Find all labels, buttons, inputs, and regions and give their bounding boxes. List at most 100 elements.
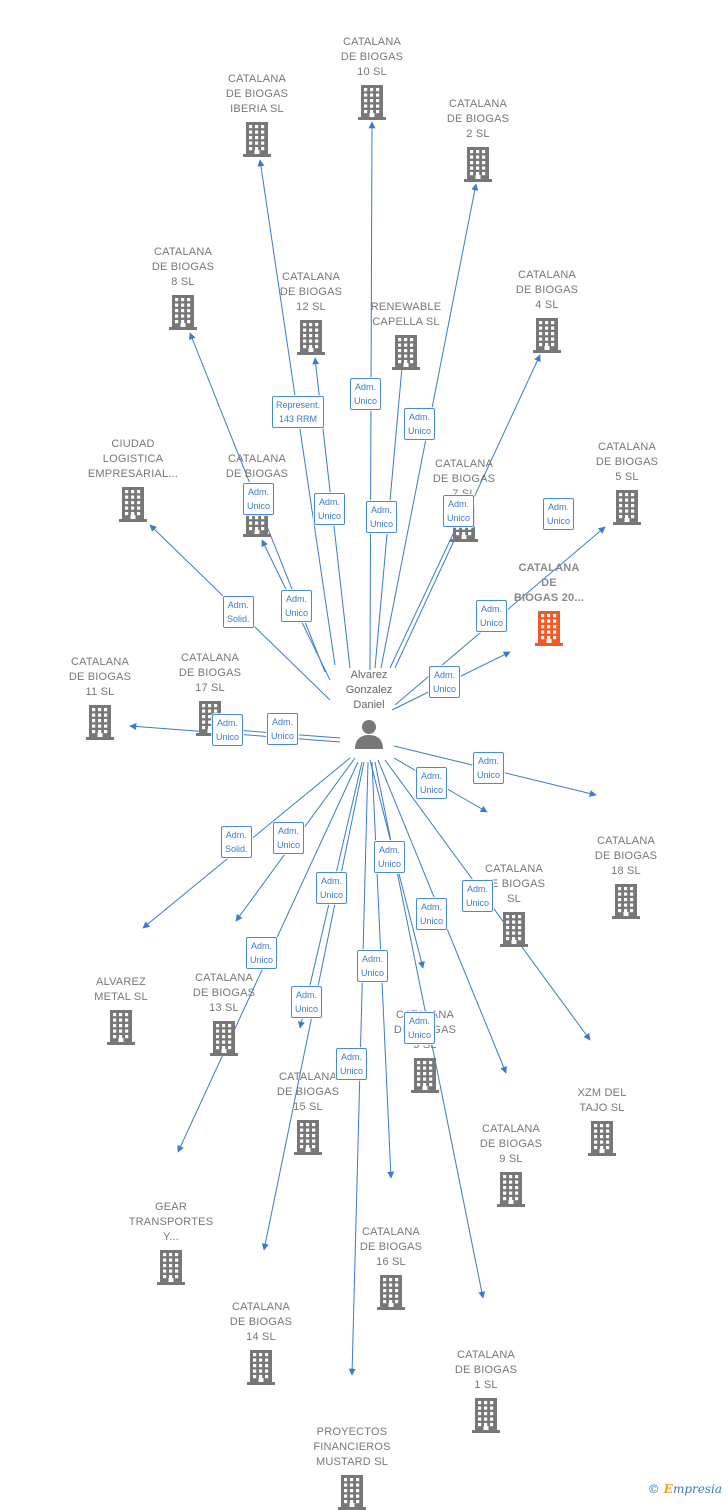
building-icon bbox=[119, 487, 147, 522]
relation-label[interactable]: Adm. Solid. bbox=[223, 596, 254, 628]
relation-label[interactable]: Adm. Unico bbox=[416, 898, 448, 930]
company-node[interactable]: CATALANA DE BIOGAS 17 SL bbox=[150, 651, 270, 736]
relation-label[interactable]: Adm. Unico bbox=[212, 714, 244, 746]
person-icon bbox=[355, 720, 383, 749]
building-icon bbox=[243, 122, 271, 157]
company-node[interactable]: CATALANA DE BIOGAS 11 SL bbox=[40, 655, 160, 740]
building-icon bbox=[533, 318, 561, 353]
company-name: CATALANA DE BIOGAS 18 SL bbox=[594, 835, 658, 877]
relation-label[interactable]: Adm. Unico bbox=[267, 713, 299, 745]
company-node[interactable]: ALVAREZ METAL SL bbox=[61, 975, 181, 1045]
building-icon bbox=[472, 1398, 500, 1433]
building-icon bbox=[613, 490, 641, 525]
building-icon bbox=[294, 1120, 322, 1155]
company-name: GEAR TRANSPORTES Y... bbox=[128, 1201, 214, 1243]
center-person[interactable]: Alvarez Gonzalez Daniel bbox=[314, 668, 424, 751]
building-icon bbox=[500, 912, 528, 947]
building-icon bbox=[210, 1021, 238, 1056]
company-name: CATALANA DE BIOGAS 8 SL bbox=[151, 246, 215, 288]
relation-label[interactable]: Adm. Unico bbox=[336, 1048, 368, 1080]
building-icon bbox=[358, 85, 386, 120]
company-node[interactable]: CATALANA DE BIOGAS 1 SL bbox=[426, 1348, 546, 1433]
company-name: CATALANA DE BIOGAS 10 SL bbox=[340, 36, 404, 78]
company-node[interactable]: CATALANA DE BIOGAS 5 SL bbox=[567, 440, 687, 525]
company-node[interactable]: CATALANA DE BIOGAS 18 SL bbox=[566, 834, 686, 919]
relation-label[interactable]: Adm. Unico bbox=[462, 880, 494, 912]
company-name: CIUDAD LOGISTICA EMPRESARIAL... bbox=[87, 438, 179, 480]
building-icon bbox=[297, 320, 325, 355]
copyright-symbol: © bbox=[647, 1482, 660, 1496]
relation-label[interactable]: Adm. Unico bbox=[374, 841, 406, 873]
relation-label[interactable]: Adm. Unico bbox=[473, 752, 505, 784]
empresia-logo-icon[interactable]: ©Empresia bbox=[648, 1482, 722, 1496]
company-node[interactable]: RENEWABLE CAPELLA SL bbox=[346, 300, 466, 370]
company-node[interactable]: GEAR TRANSPORTES Y... bbox=[111, 1200, 231, 1285]
company-node[interactable]: CATALANA DE BIOGAS 9 SL bbox=[451, 1122, 571, 1207]
building-icon bbox=[169, 295, 197, 330]
building-icon bbox=[392, 335, 420, 370]
company-node[interactable]: CATALANA DE BIOGAS 15 SL bbox=[248, 1070, 368, 1155]
company-node[interactable]: CATALANA DE BIOGAS 4 SL bbox=[487, 268, 607, 353]
relation-label[interactable]: Adm. Unico bbox=[366, 501, 398, 533]
building-icon bbox=[86, 705, 114, 740]
building-icon bbox=[612, 884, 640, 919]
brand-initial: E bbox=[663, 1482, 673, 1496]
company-name: CATALANA DE BIOGAS 5 SL bbox=[595, 441, 659, 483]
relation-label[interactable]: Adm. Unico bbox=[404, 1012, 436, 1044]
company-node[interactable]: CATALANA DE BIOGAS SL bbox=[454, 862, 574, 947]
company-name: CATALANA DE BIOGAS 16 SL bbox=[359, 1226, 423, 1268]
company-node[interactable]: CATALANA DE BIOGAS 8 SL bbox=[123, 245, 243, 330]
company-node[interactable]: CIUDAD LOGISTICA EMPRESARIAL... bbox=[73, 437, 193, 522]
company-name: CATALANA DE BIOGAS SL bbox=[483, 863, 546, 905]
relation-label[interactable]: Adm. Solid. bbox=[221, 826, 252, 858]
company-node[interactable]: CATALANA DE BIOGAS 16 SL bbox=[331, 1225, 451, 1310]
building-icon bbox=[464, 147, 492, 182]
relation-label[interactable]: Adm. Unico bbox=[246, 937, 278, 969]
company-name: CATALANA DE BIOGAS 14 SL bbox=[229, 1301, 293, 1343]
building-icon bbox=[588, 1121, 616, 1156]
building-icon-highlighted bbox=[535, 611, 563, 646]
relation-label[interactable]: Adm. Unico bbox=[291, 986, 323, 1018]
company-node[interactable]: CATALANA DE BIOGAS IBERIA SL bbox=[197, 72, 317, 157]
relation-label[interactable]: Adm. Unico bbox=[281, 590, 313, 622]
relation-label[interactable]: Adm. Unico bbox=[443, 495, 475, 527]
company-name: CATALANA DE BIOGAS 20... bbox=[513, 562, 585, 604]
company-node[interactable]: XZM DEL TAJO SL bbox=[542, 1086, 662, 1156]
company-name: CATALANA DE BIOGAS IBERIA SL bbox=[225, 73, 289, 115]
company-node[interactable]: CATALANA DE BIOGAS 12 SL bbox=[251, 270, 371, 355]
company-name: CATALANA DE BIOGAS 1 SL bbox=[454, 1349, 518, 1391]
building-icon bbox=[338, 1475, 366, 1510]
building-icon bbox=[107, 1010, 135, 1045]
relation-label[interactable]: Adm. Unico bbox=[316, 872, 348, 904]
company-node[interactable]: PROYECTOS FINANCIEROS MUSTARD SL bbox=[292, 1425, 412, 1510]
building-icon bbox=[377, 1275, 405, 1310]
company-node[interactable]: CATALANA DE BIOGAS 14 SL bbox=[201, 1300, 321, 1385]
company-name: CATALANA DE BIOGAS 13 SL bbox=[192, 972, 256, 1014]
relation-label[interactable]: Adm. Unico bbox=[350, 378, 382, 410]
relation-label[interactable]: Adm. Unico bbox=[429, 666, 461, 698]
company-name: ALVAREZ METAL SL bbox=[94, 976, 148, 1003]
relation-label[interactable]: Represent. 143 RRM bbox=[272, 396, 325, 428]
company-name: CATALANA DE BIOGAS 15 SL bbox=[276, 1071, 340, 1113]
building-icon bbox=[411, 1058, 439, 1093]
company-name: CATALANA DE BIOGAS 12 SL bbox=[279, 271, 343, 313]
company-name: CATALANA DE BIOGAS 4 SL bbox=[515, 269, 579, 311]
relation-label[interactable]: Adm. Unico bbox=[357, 950, 389, 982]
company-node[interactable]: CATALANA DE BIOGAS 10 SL bbox=[312, 35, 432, 120]
brand-name: mpresia bbox=[672, 1482, 722, 1496]
company-node[interactable]: CATALANA DE BIOGAS 13 SL bbox=[164, 971, 284, 1056]
relation-label[interactable]: Adm. Unico bbox=[543, 498, 575, 530]
relation-label[interactable]: Adm. Unico bbox=[314, 493, 346, 525]
relation-label[interactable]: Adm. Unico bbox=[243, 483, 275, 515]
relation-label[interactable]: Adm. Unico bbox=[273, 822, 305, 854]
company-node[interactable]: CATALANA DE BIOGAS 2 SL bbox=[418, 97, 538, 182]
company-node[interactable]: CATALANA DE BIOGAS 20... bbox=[489, 561, 609, 646]
company-name: CATALANA DE BIOGAS 17 SL bbox=[178, 652, 242, 694]
company-name: CATALANA DE BIOGAS 9 SL bbox=[479, 1123, 543, 1165]
company-name: CATALANA DE BIOGAS 11 SL bbox=[68, 656, 132, 698]
relation-label[interactable]: Adm. Unico bbox=[476, 600, 508, 632]
relation-label[interactable]: Adm. Unico bbox=[416, 767, 448, 799]
person-name: Alvarez Gonzalez Daniel bbox=[345, 669, 393, 711]
relation-label[interactable]: Adm. Unico bbox=[404, 408, 436, 440]
company-name: CATALANA DE BIOGAS 2 SL bbox=[446, 98, 510, 140]
